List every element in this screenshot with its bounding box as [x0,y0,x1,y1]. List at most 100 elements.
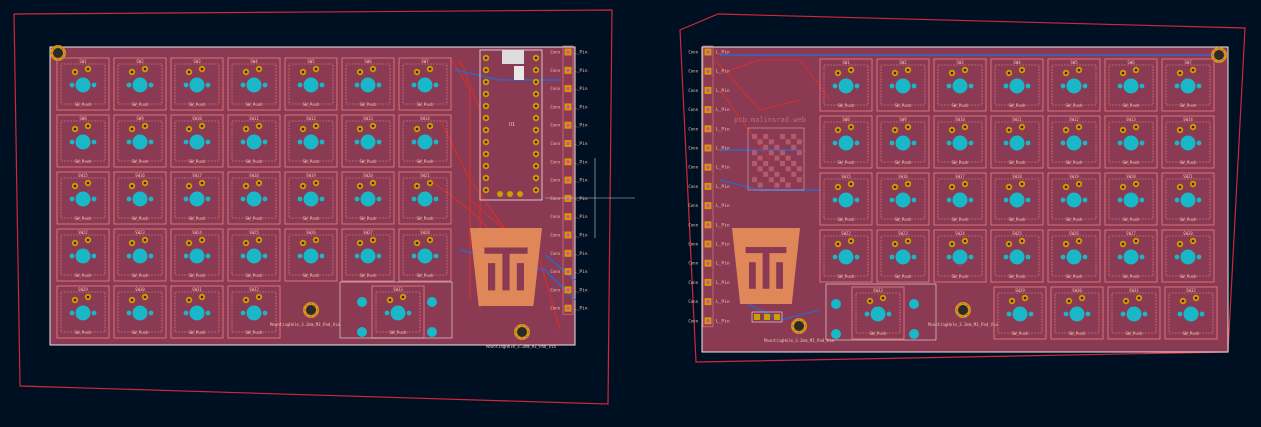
mcu-pin[interactable] [517,191,523,197]
switch-ref: SW24 [192,230,202,235]
mounting-hole[interactable] [1211,47,1227,63]
mounting-hole[interactable] [50,45,66,61]
mcu-pin[interactable] [507,191,513,197]
switch-center-hole [246,134,262,150]
switch-label: SW_Push [1123,274,1140,279]
mounting-via [310,315,312,318]
mounting-via [516,335,519,338]
mcu-pin[interactable] [497,191,503,197]
switch-courtyard [933,58,987,112]
connector-pad[interactable] [774,314,780,320]
connector-pad[interactable] [754,314,760,320]
pin-header[interactable]: L_PinConnL_PinConnL_PinConnL_PinConnL_Pi… [550,45,588,315]
mounting-hole[interactable]: MountingHole_3.2mm_M3_Pad_Via [928,302,998,327]
microcontroller[interactable]: U1 [479,49,543,201]
mounting-via [52,47,55,50]
small-connector[interactable] [751,311,783,323]
switch-outline [880,121,926,163]
mounting-hole[interactable]: MountingHole_3.2mm_M3_Pad_Via [764,318,834,343]
switch-side-hole-right [1082,197,1088,203]
mounting-hole[interactable]: MountingHole_3.2mm_M3_Pad_Via [270,302,340,327]
left-board[interactable]: SW_PushSW1SW_PushSW2SW_PushSW3SW_PushSW4… [13,9,635,405]
mounting-hole[interactable]: MountingHole_3.2mm_M3_Pad_Via [486,324,556,349]
connector-pad[interactable] [764,314,770,320]
pin-drill [566,251,570,255]
switch-courtyard [819,172,873,226]
switch-side-hole-right [1082,140,1088,146]
pin-header[interactable]: L_PinConnL_PinConnL_PinConnL_PinConnL_Pi… [688,45,730,328]
right-board[interactable]: SW_PushSW1SW_PushSW2SW_PushSW3SW_PushSW4… [679,13,1246,363]
mounting-via [957,304,960,307]
switch-side-hole-left [297,196,303,202]
switch-pad-drill [401,295,405,299]
